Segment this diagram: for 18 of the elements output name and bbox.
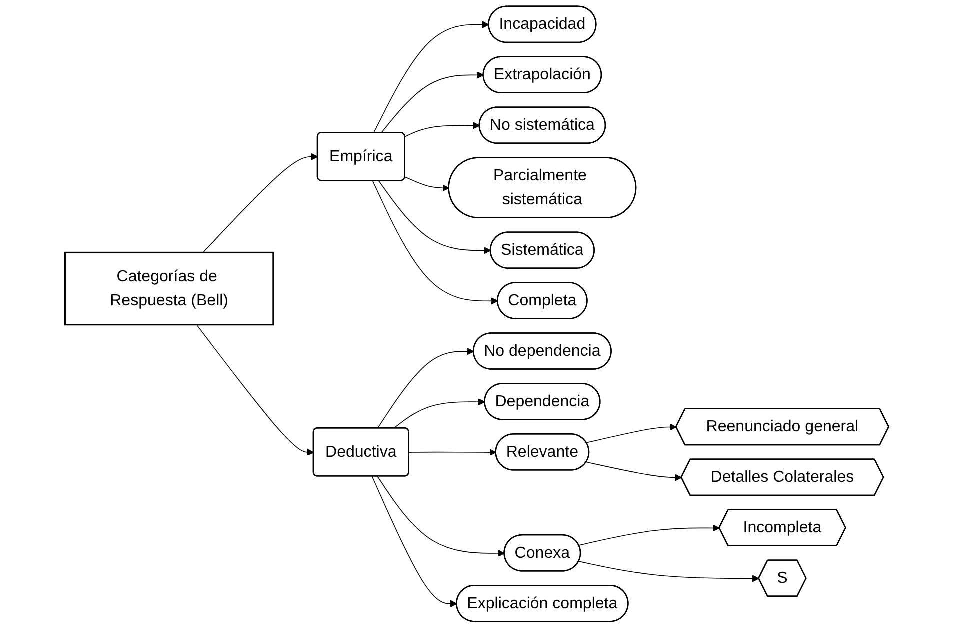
arrow [393,398,486,429]
arrow [373,21,490,134]
arrow [578,561,760,582]
arrow [404,122,480,138]
arrow [377,348,474,429]
arrow [381,72,484,134]
arrow [586,424,677,444]
arrow [377,476,506,557]
arrow [578,524,720,546]
arrow [202,153,318,254]
node-box: Categorías de Respuesta (Bell) [64,252,274,326]
arrow [196,324,314,456]
arrow [372,180,498,305]
arrow [378,180,492,254]
arrow [408,449,497,456]
arrow [586,462,682,482]
arrow [404,176,450,192]
arrow [372,476,458,608]
